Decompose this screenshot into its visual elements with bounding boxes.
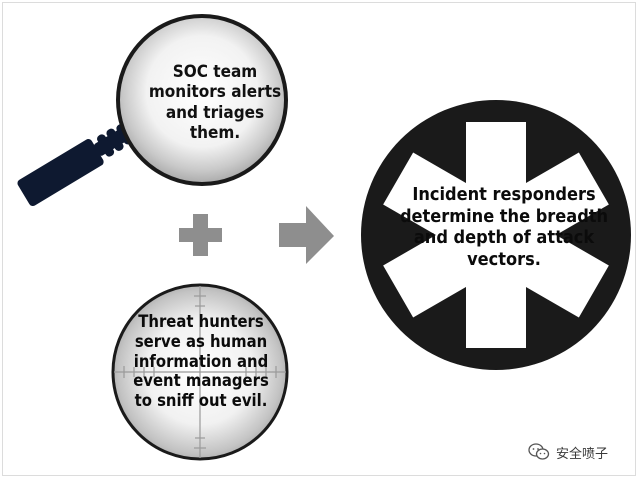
star-of-life-icon (361, 100, 631, 370)
plus-icon (179, 214, 222, 256)
watermark: 安全喷子 (528, 442, 608, 462)
wechat-icon (528, 443, 550, 460)
diagram-frame (2, 2, 636, 476)
magnifier-icon (17, 14, 288, 207)
threat-hunters-label: Threat hunters serve as human informatio… (133, 312, 269, 411)
crosshair-scope-icon (111, 283, 289, 461)
magnifier-lens (116, 14, 288, 186)
watermark-text: 安全喷子 (556, 446, 609, 462)
incident-responders-label: Incident responders determine the breadt… (399, 184, 609, 270)
arrow-right-icon (279, 206, 334, 264)
soc-team-label: SOC team monitors alerts and triages the… (148, 62, 282, 144)
magnifier-handle (17, 123, 133, 207)
